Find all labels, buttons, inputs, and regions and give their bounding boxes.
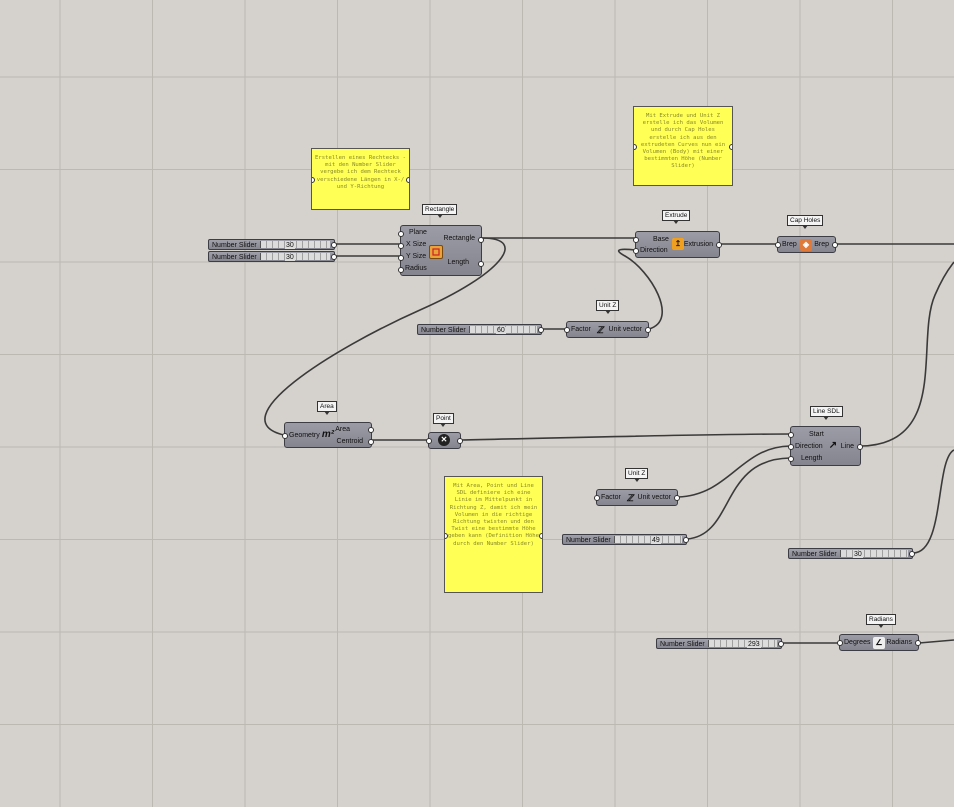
slider-label: Number Slider bbox=[212, 241, 257, 249]
number-slider-degrees[interactable]: Number Slider 293 bbox=[656, 638, 784, 649]
output-rectangle: Rectangle bbox=[443, 235, 475, 242]
wire-rect-area bbox=[264, 237, 506, 436]
slider-value: 30 bbox=[853, 550, 863, 558]
slider-value: 49 bbox=[651, 536, 661, 544]
output-line: Line bbox=[840, 443, 854, 450]
rectangle-icon bbox=[429, 245, 443, 259]
slider-label: Number Slider bbox=[792, 550, 837, 558]
input-geometry: Geometry bbox=[289, 432, 320, 439]
slider-label: Number Slider bbox=[566, 536, 611, 544]
tag-extrude: Extrude bbox=[662, 210, 691, 224]
unit-z-icon: ℤ bbox=[596, 324, 604, 335]
wire-slider4-length bbox=[686, 457, 791, 540]
output-extrusion: Extrusion bbox=[683, 241, 713, 248]
tag-rectangle: Rectangle bbox=[422, 204, 458, 218]
tag-point: Point bbox=[433, 413, 454, 427]
tag-area: Area bbox=[317, 401, 337, 415]
input-radius: Radius bbox=[405, 265, 427, 272]
slider-value: 30 bbox=[285, 241, 295, 249]
wire-radians-out bbox=[918, 639, 954, 644]
extrude-component[interactable]: Base Direction ↥ Extrusion bbox=[633, 231, 722, 258]
input-base: Base bbox=[653, 236, 669, 243]
output-length: Length bbox=[447, 259, 469, 266]
slider-value: 293 bbox=[747, 640, 761, 648]
slider-value: 60 bbox=[496, 326, 506, 334]
note-text: Mit Area, Point und Line SDL definiere i… bbox=[448, 483, 539, 547]
number-slider-right[interactable]: Number Slider 30 bbox=[788, 548, 915, 559]
output-radians: Radians bbox=[886, 639, 912, 646]
number-slider-length[interactable]: Number Slider 49 bbox=[562, 534, 689, 545]
input-brep: Brep bbox=[782, 241, 797, 248]
tag-cap-holes: Cap Holes bbox=[787, 215, 824, 229]
cap-holes-component[interactable]: Brep ◈ Brep bbox=[775, 236, 838, 253]
radians-icon: ∠ bbox=[873, 637, 885, 649]
wire-line-out bbox=[860, 261, 954, 447]
output-centroid: Centroid bbox=[336, 438, 363, 445]
slider-track[interactable]: 30 bbox=[260, 253, 330, 261]
input-factor: Factor bbox=[571, 326, 591, 333]
input-plane: Plane bbox=[409, 229, 427, 236]
note-line-sdl[interactable]: Mit Area, Point und Line SDL definiere i… bbox=[444, 476, 543, 593]
unit-z-top-component[interactable]: Factor ℤ Unit vector bbox=[564, 321, 651, 338]
number-slider-height[interactable]: Number Slider 60 bbox=[417, 324, 544, 335]
area-component[interactable]: Geometry m² Area Centroid bbox=[282, 422, 374, 448]
line-sdl-icon: ↗ bbox=[828, 440, 838, 451]
input-direction: Direction bbox=[795, 443, 823, 450]
input-factor: Factor bbox=[601, 494, 621, 501]
slider-track[interactable]: 49 bbox=[614, 536, 682, 544]
tag-unit-z-top: Unit Z bbox=[596, 300, 620, 314]
note-rectangle[interactable]: Erstellen eines Rechtecks - mit den Numb… bbox=[311, 148, 410, 210]
input-length: Length bbox=[801, 455, 823, 462]
slider-value: 30 bbox=[285, 253, 295, 261]
wire-slider5-out bbox=[912, 449, 954, 554]
wire-unitz-direction bbox=[618, 248, 663, 330]
unit-z-bottom-component[interactable]: Factor ℤ Unit vector bbox=[594, 489, 680, 506]
note-extrude[interactable]: Mit Extrude und Unit Z erstelle ich das … bbox=[633, 106, 733, 186]
slider-track[interactable]: 30 bbox=[260, 241, 330, 249]
number-slider-x-size[interactable]: Number Slider 30 bbox=[208, 239, 337, 250]
input-x-size: X Size bbox=[406, 241, 427, 248]
slider-label: Number Slider bbox=[212, 253, 257, 261]
unit-z-icon: ℤ bbox=[626, 492, 634, 503]
slider-label: Number Slider bbox=[660, 640, 705, 648]
slider-track[interactable]: 60 bbox=[469, 326, 537, 334]
number-slider-y-size[interactable]: Number Slider 30 bbox=[208, 251, 337, 262]
wire-unitz-direction2 bbox=[677, 445, 791, 498]
tag-line-sdl: Line SDL bbox=[810, 406, 843, 420]
wire-point-start bbox=[460, 433, 791, 441]
output-unit-vector: Unit vector bbox=[608, 326, 642, 333]
note-text: Mit Extrude und Unit Z erstelle ich das … bbox=[640, 113, 726, 170]
note-text: Erstellen eines Rechtecks - mit den Numb… bbox=[315, 155, 406, 190]
input-direction: Direction bbox=[640, 247, 668, 254]
area-icon: m² bbox=[321, 429, 335, 440]
radians-component[interactable]: Degrees ∠ Radians bbox=[837, 634, 921, 651]
input-degrees: Degrees bbox=[844, 639, 871, 646]
slider-label: Number Slider bbox=[421, 326, 466, 334]
slider-track[interactable]: 293 bbox=[708, 640, 777, 648]
input-y-size: Y Size bbox=[406, 253, 427, 260]
output-area: Area bbox=[335, 426, 350, 433]
extrude-icon: ↥ bbox=[672, 238, 684, 250]
line-sdl-component[interactable]: Start Direction Length ↗ Line bbox=[788, 426, 863, 466]
cap-holes-icon: ◈ bbox=[800, 239, 812, 251]
slider-track[interactable]: 30 bbox=[840, 550, 908, 558]
tag-radians: Radians bbox=[866, 614, 896, 628]
rectangle-component[interactable]: Plane X Size Y Size Radius Rectangle Len… bbox=[398, 225, 484, 276]
tag-unit-z-bottom: Unit Z bbox=[625, 468, 649, 482]
point-component[interactable]: ✕ bbox=[426, 432, 463, 449]
output-unit-vector: Unit vector bbox=[637, 494, 671, 501]
output-brep: Brep bbox=[814, 241, 829, 248]
input-start: Start bbox=[809, 431, 824, 438]
point-icon: ✕ bbox=[438, 434, 450, 446]
